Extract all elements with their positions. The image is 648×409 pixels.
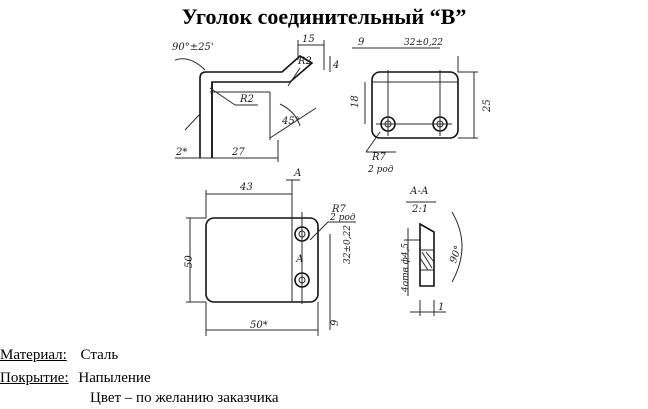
side-view: 9 32±0,22 18 25 R7 2 род <box>350 37 493 175</box>
label-plan-9: 9 <box>330 319 341 326</box>
note-color: Цвет – по желанию заказчика <box>90 390 279 406</box>
section-angle-arc <box>451 211 463 283</box>
angle-arc-45 <box>279 103 301 127</box>
label-plan-32: 32±0,22 <box>343 225 353 264</box>
label-plan-r7-sub: 2 род <box>329 213 356 223</box>
note-coating: Покрытие: Напыление <box>0 370 151 387</box>
label-dim-2: 2* <box>175 147 187 158</box>
section-hatch <box>419 251 435 271</box>
angle-arc-bend <box>174 58 206 71</box>
label-section-a-mid: А <box>295 254 304 265</box>
profile-view: 90°±25' 15 R2 R2 45° 2* 27 4 <box>172 34 339 162</box>
chamfer-line <box>269 107 317 139</box>
label-r2-top: R2 <box>297 56 312 67</box>
label-plan-43: 43 <box>239 182 253 193</box>
coating-value: Напыление <box>78 370 151 386</box>
radius-leader <box>209 87 236 106</box>
label-side-25: 25 <box>482 99 493 113</box>
label-section-holes: 4отв ф4,5 <box>401 243 411 293</box>
label-side-18: 18 <box>350 95 361 108</box>
label-plan-r7: R7 <box>331 204 347 215</box>
r7-leader <box>365 131 381 153</box>
label-plan-50v: 50 <box>184 255 195 268</box>
coating-label: Покрытие: <box>0 370 69 386</box>
hatch-mark <box>184 113 201 131</box>
plan-r7-leader <box>309 221 329 241</box>
section-title: А-А <box>409 186 429 197</box>
side-outline <box>371 71 459 139</box>
label-dim-4: 4 <box>332 60 339 71</box>
profile-outline-outer <box>199 55 314 158</box>
plan-view: 43 А А 50 50* 32±0,22 9 R7 2 род <box>184 168 356 336</box>
section-profile <box>419 222 435 287</box>
label-side-32: 32±0,22 <box>404 38 443 48</box>
label-section-90: 90° <box>448 244 464 264</box>
label-r2-inner: R2 <box>239 94 254 105</box>
label-dim-15: 15 <box>302 34 315 45</box>
label-section-1: 1 <box>438 302 444 313</box>
label-plan-50h: 50* <box>250 320 268 331</box>
drawing-title: Уголок соединительный “В” <box>181 4 467 29</box>
section-view: А-А 2:1 90° 4отв ф4,5 1 <box>401 186 464 316</box>
label-section-a-top: А <box>293 168 302 179</box>
label-dim-27: 27 <box>231 147 245 158</box>
label-side-9: 9 <box>358 37 365 48</box>
radius-leader-top <box>287 67 301 87</box>
material-label: Материал: <box>0 347 67 363</box>
label-side-r7-sub: 2 род <box>367 165 394 175</box>
plan-outline <box>205 217 319 303</box>
material-value: Сталь <box>80 347 119 363</box>
label-side-r7: R7 <box>371 152 387 163</box>
note-material: Материал: Сталь <box>0 347 118 364</box>
label-45: 45° <box>281 116 300 127</box>
section-scale: 2:1 <box>411 204 428 215</box>
label-bend-angle: 90°±25' <box>172 42 214 53</box>
